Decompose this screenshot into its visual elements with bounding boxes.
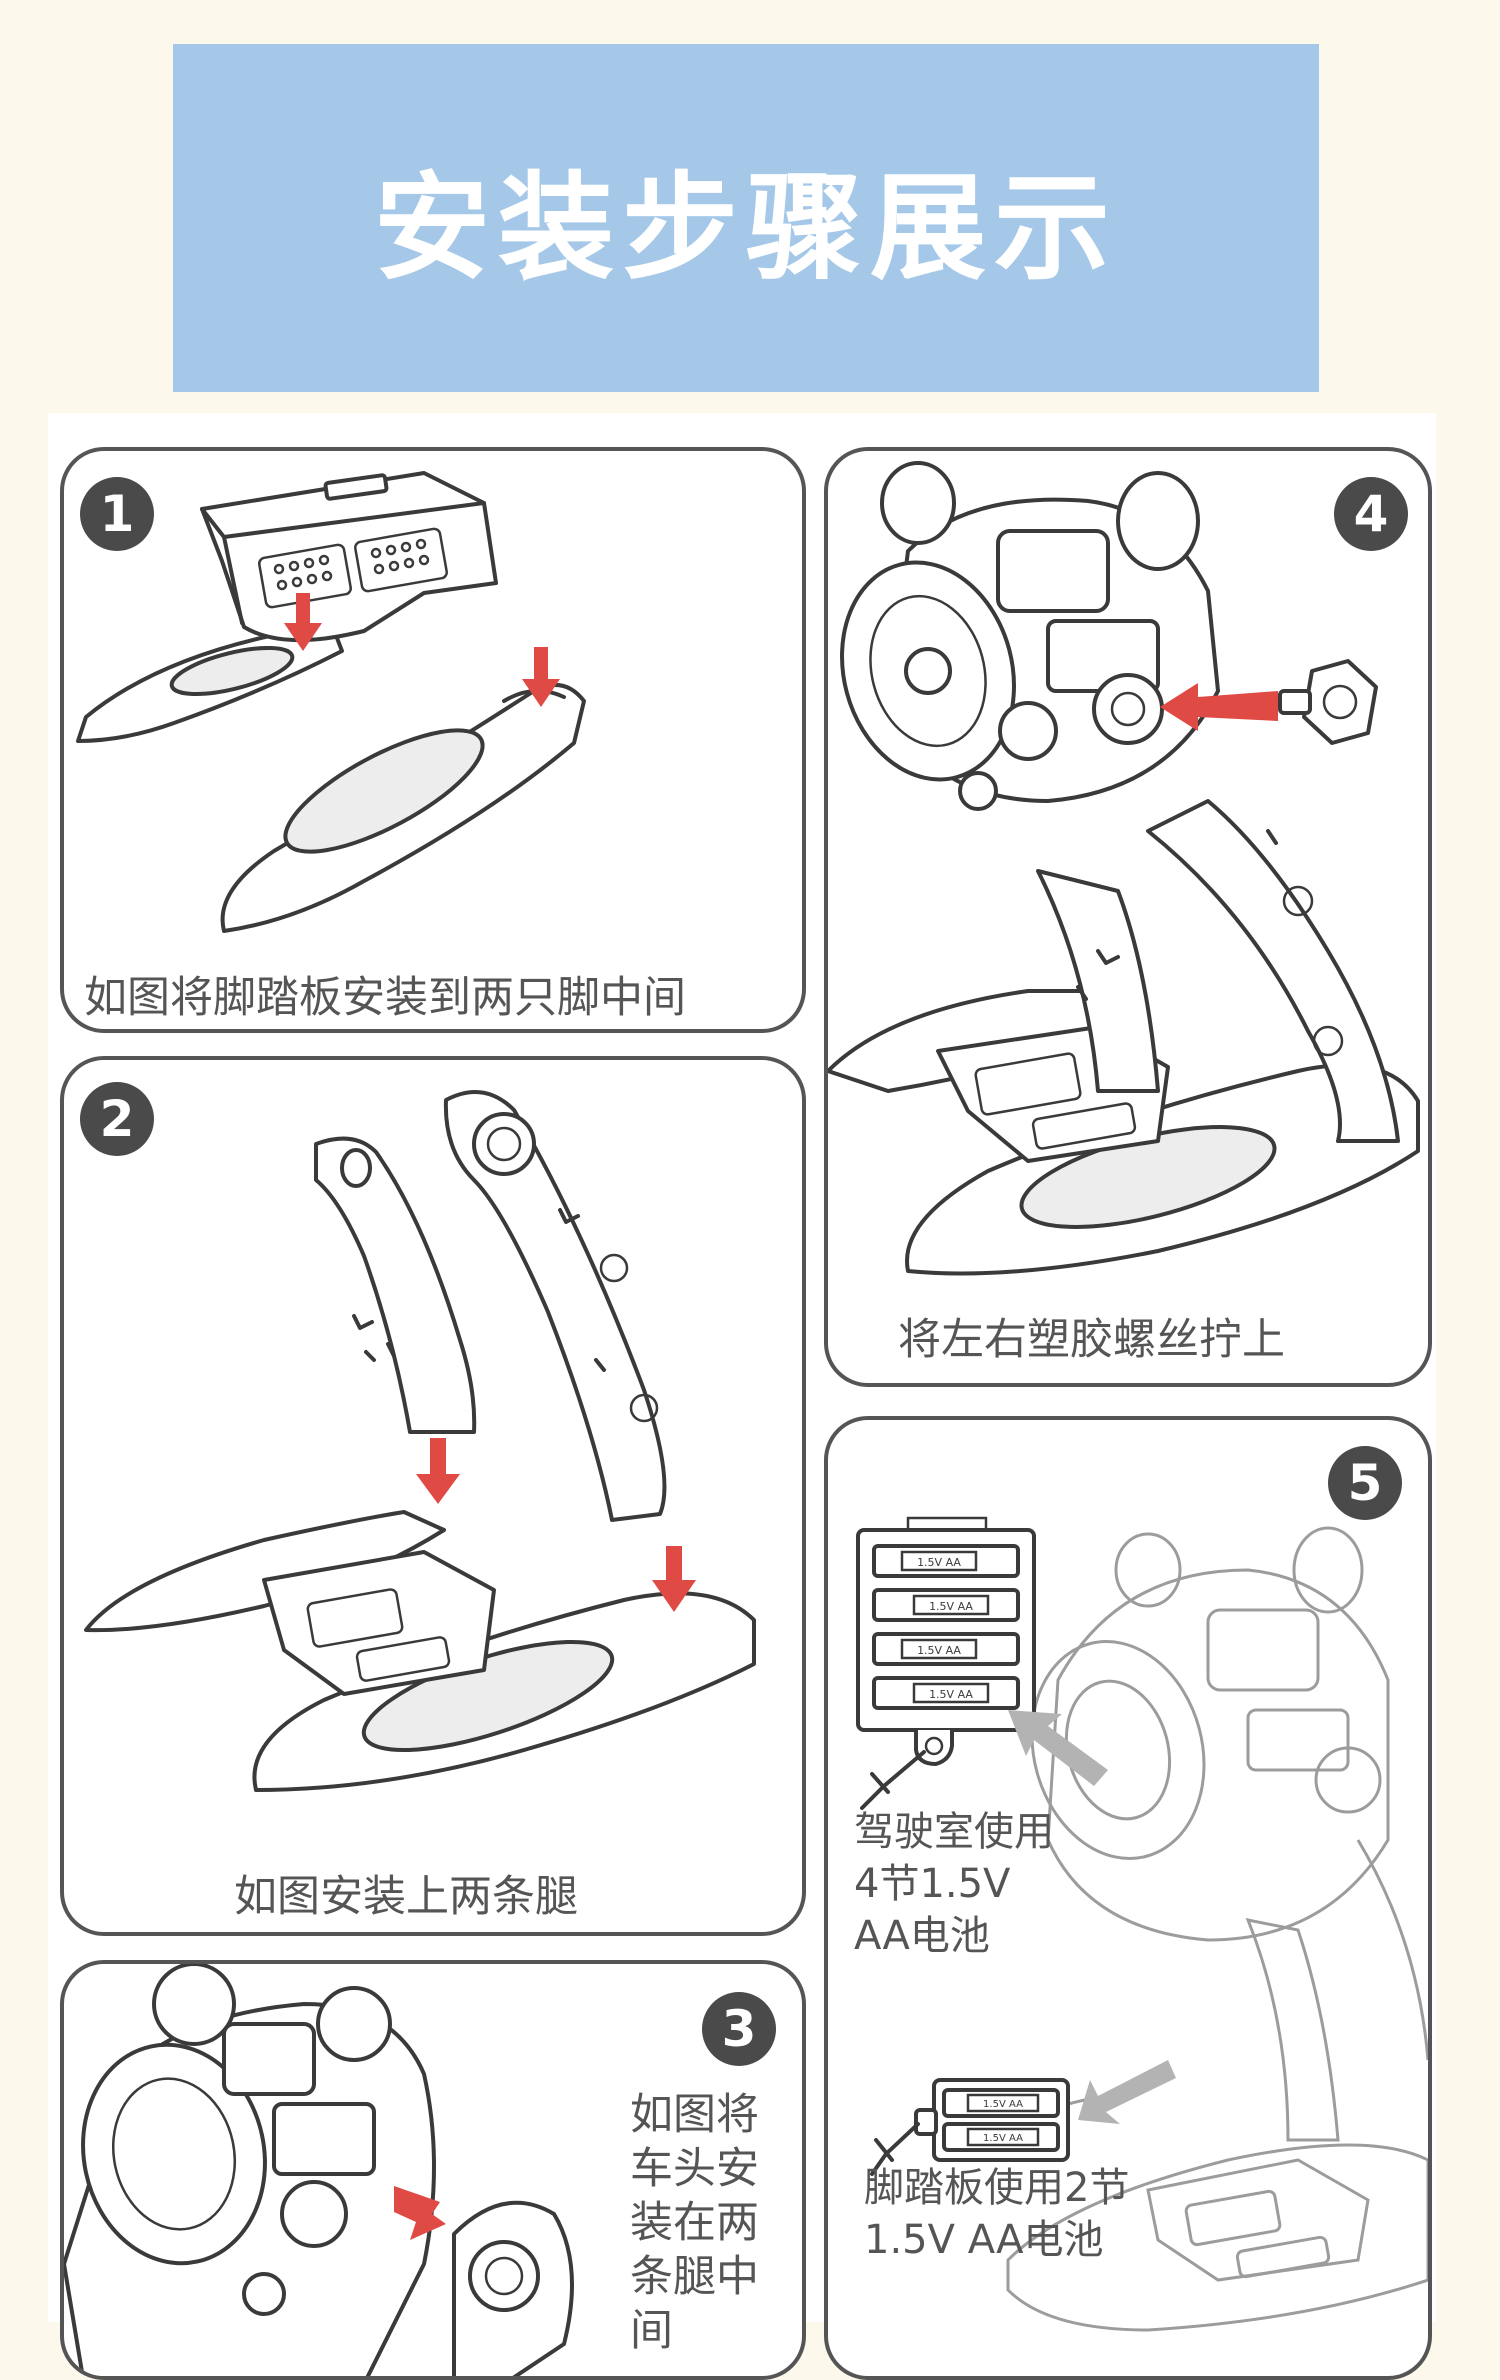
- step-3-caption: 如图将 车头安 装在两 条腿中 间: [630, 2088, 759, 2358]
- cockpit-note-line: AA电池: [854, 1913, 990, 1959]
- step-3-illustration: [64, 1964, 574, 2376]
- step-4-badge: 4: [1334, 477, 1408, 551]
- svg-text:1.5V AA: 1.5V AA: [983, 2133, 1023, 2144]
- svg-text:1.5V AA: 1.5V AA: [929, 1600, 973, 1613]
- battery-icon: 1.5V AA: [872, 1676, 1020, 1710]
- step-3-caption-line: 间: [630, 2306, 673, 2356]
- screwdriver-icon: [860, 1750, 926, 1810]
- arrow-left-icon: [1008, 1710, 1108, 1786]
- svg-text:1.5V AA: 1.5V AA: [929, 1688, 973, 1701]
- step-4-caption: 将左右塑胶螺丝拧上: [898, 1315, 1285, 1365]
- header-banner: 安装步骤展示: [173, 44, 1319, 392]
- pedal-note-line: 脚踏板使用2节: [864, 2165, 1130, 2211]
- step-3-caption-line: 如图将: [630, 2090, 759, 2140]
- step-3-caption-line: 装在两: [630, 2198, 759, 2248]
- battery-icon: 1.5V AA: [942, 2122, 1060, 2152]
- battery-icon: 1.5V AA: [872, 1588, 1020, 1622]
- svg-text:1.5V AA: 1.5V AA: [917, 1644, 961, 1657]
- svg-text:1.5V AA: 1.5V AA: [983, 2099, 1023, 2110]
- step-5-cockpit-note: 驾驶室使用 4节1.5V AA电池: [854, 1806, 1054, 1962]
- step-5-illustration: 1.5V AA 1.5V AA 1.5V AA 1.5V AA: [856, 1516, 1428, 2332]
- arrow-down-icon: [284, 593, 322, 651]
- step-3-panel: 3 如图将 车头安 装在两 条腿中 间: [60, 1960, 806, 2380]
- step-3-badge: 3: [702, 1992, 776, 2066]
- arrow-down-icon: [416, 1438, 460, 1504]
- arrow-down-icon: [652, 1546, 696, 1612]
- battery-icon: 1.5V AA: [942, 2088, 1060, 2118]
- step-5-badge: 5: [1328, 1446, 1402, 1520]
- arrow-right-icon: [1160, 683, 1278, 731]
- step-2-caption: 如图安装上两条腿: [234, 1872, 578, 1922]
- step-5-panel: 5 1.5V AA 1.5V AA: [824, 1416, 1432, 2380]
- arrow-left-icon: [1078, 2060, 1176, 2124]
- page-title: 安装步骤展示: [374, 161, 1118, 296]
- step-3-caption-line: 条腿中: [630, 2252, 759, 2302]
- battery-icon: 1.5V AA: [872, 1544, 1020, 1578]
- cockpit-note-line: 驾驶室使用: [854, 1809, 1054, 1855]
- step-5-pedal-note: 脚踏板使用2节 1.5V AA电池: [864, 2162, 1129, 2266]
- arrow-down-icon: [522, 647, 560, 707]
- step-2-illustration: [84, 1090, 756, 1792]
- step-1-badge: 1: [80, 477, 154, 551]
- step-1-illustration: [76, 471, 586, 933]
- step-4-illustration: [828, 461, 1420, 1276]
- step-2-badge: 2: [80, 1082, 154, 1156]
- step-2-panel: 2 如图安装上两条腿: [60, 1056, 806, 1936]
- step-1-panel: 1 如图将脚踏板安装到两只脚中间: [60, 447, 806, 1033]
- cockpit-note-line: 4节1.5V: [854, 1861, 1011, 1907]
- battery-icon: 1.5V AA: [872, 1632, 1020, 1666]
- step-3-caption-line: 车头安: [630, 2144, 759, 2194]
- pedal-note-line: 1.5V AA电池: [864, 2217, 1104, 2263]
- screwdriver-icon: [870, 2122, 920, 2176]
- step-4-panel: 4 将左右塑: [824, 447, 1432, 1387]
- arrow-right-icon: [394, 2186, 446, 2240]
- svg-text:1.5V AA: 1.5V AA: [917, 1556, 961, 1569]
- step-1-caption: 如图将脚踏板安装到两只脚中间: [84, 973, 686, 1023]
